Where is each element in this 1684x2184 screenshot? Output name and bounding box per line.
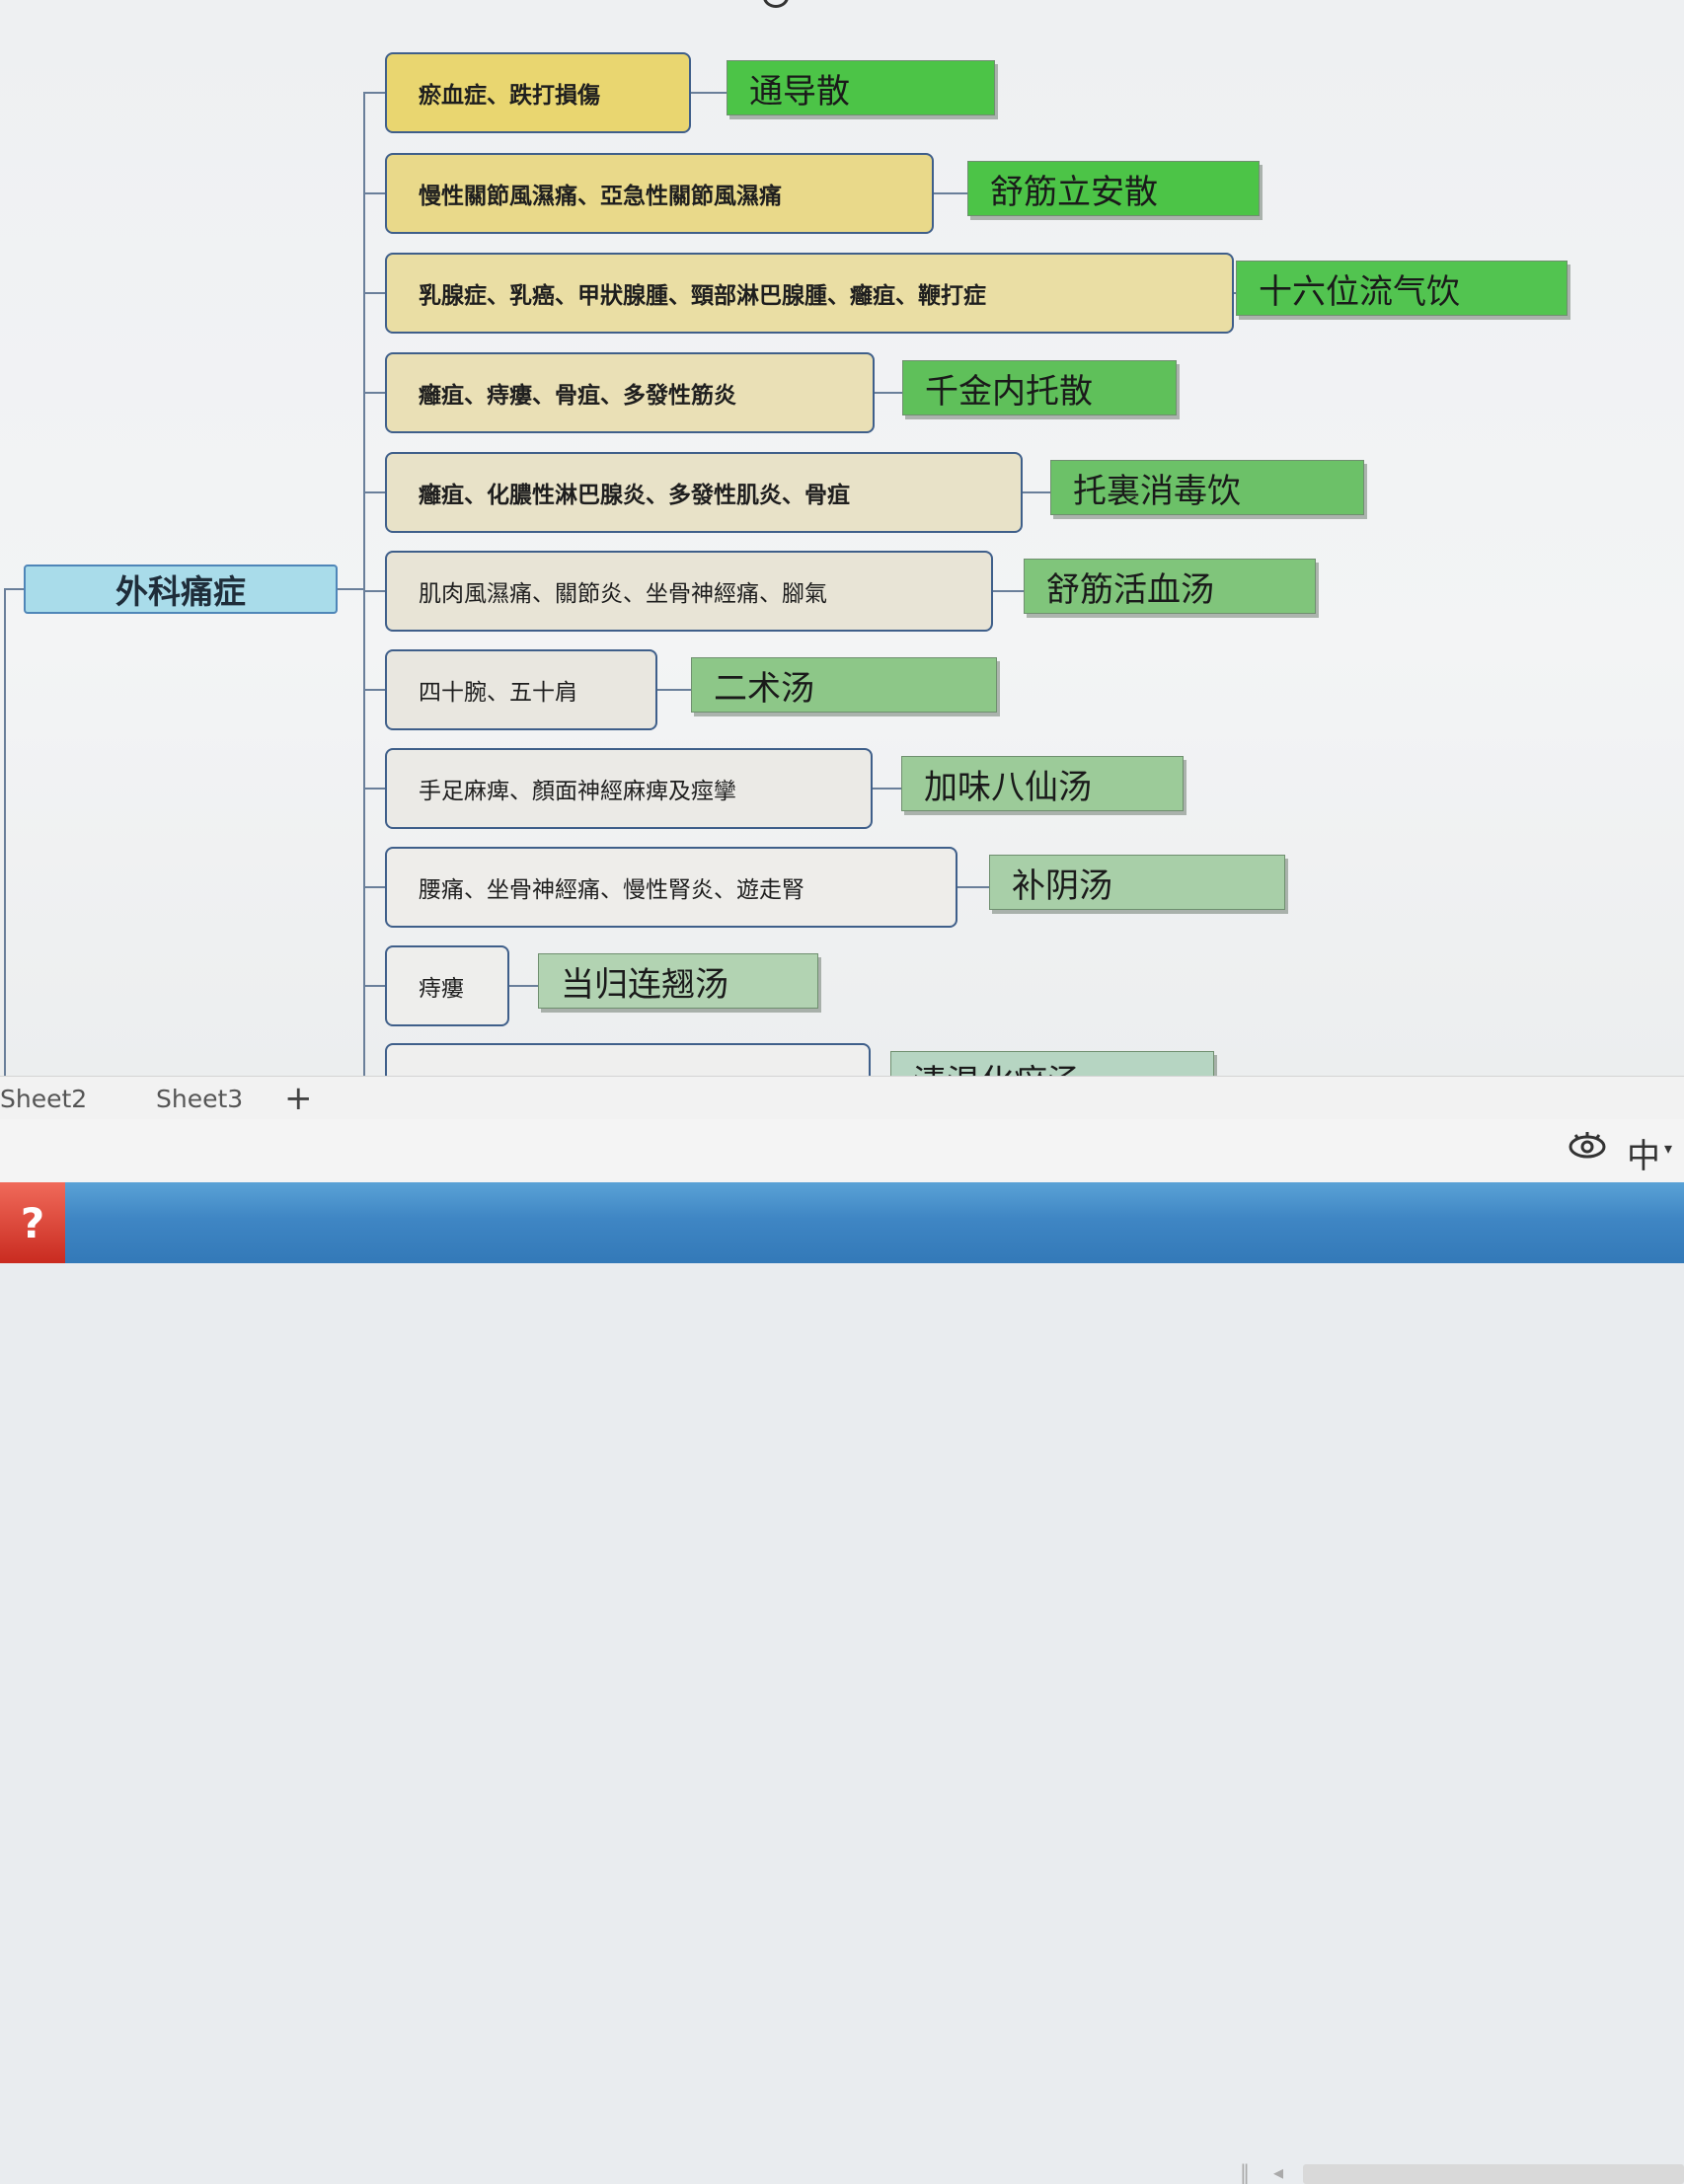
formula-node[interactable]: 清温化瘀汤 [890, 1051, 1214, 1076]
formula-link [1234, 292, 1236, 294]
formula-node[interactable]: 十六位流气饮 [1236, 261, 1568, 316]
sheet-tab-bar: Sheet2 Sheet3 + ‖ ◂ [0, 1076, 1684, 2184]
branch-link [363, 590, 385, 592]
formula-node[interactable]: 千金内托散 [902, 360, 1177, 415]
branch-link [363, 689, 385, 691]
formula-link [875, 392, 902, 394]
taskbar: ? [0, 1182, 1684, 1263]
branch-link [363, 392, 385, 394]
tab-sheet3[interactable]: Sheet3 [156, 1085, 244, 1113]
formula-node[interactable]: 通导散 [727, 60, 995, 115]
condition-node[interactable]: 乳腺症、乳癌、甲狀腺腫、頸部淋巴腺腫、癰疽、鞭打症 [385, 253, 1234, 334]
formula-link [934, 192, 967, 194]
condition-node[interactable]: 癰疽、化膿性淋巴腺炎、多發性肌炎、骨疽 [385, 452, 1023, 533]
condition-node[interactable] [385, 1043, 871, 1076]
branch-link [363, 788, 385, 790]
formula-node[interactable]: 当归连翘汤 [538, 953, 818, 1009]
mindmap-canvas: 外科痛症 瘀血症、跌打損傷通导散慢性關節風濕痛、亞急性關節風濕痛舒筋立安散乳腺症… [0, 0, 1684, 1076]
chevron-down-icon[interactable]: ▾ [1664, 1139, 1673, 1158]
eye-icon[interactable] [1568, 1129, 1607, 1171]
scroll-left-icon[interactable]: ‖ [1240, 2160, 1250, 2184]
condition-node[interactable]: 手足麻痺、顏面神經麻痺及痙攣 [385, 748, 873, 829]
condition-node[interactable]: 慢性關節風濕痛、亞急性關節風濕痛 [385, 153, 934, 234]
formula-node[interactable]: 舒筋活血汤 [1024, 559, 1316, 614]
branch-link [363, 92, 385, 94]
formula-link [691, 92, 727, 94]
left-connector [4, 589, 6, 1076]
formula-link [509, 985, 538, 987]
condition-node[interactable]: 腰痛、坐骨神經痛、慢性腎炎、遊走腎 [385, 847, 957, 928]
add-sheet-button[interactable]: + [284, 1079, 313, 1118]
branch-link [363, 192, 385, 194]
branch-link [363, 491, 385, 493]
formula-link [873, 788, 901, 790]
formula-link [957, 886, 989, 888]
formula-link [993, 590, 1024, 592]
formula-node[interactable]: 二术汤 [691, 657, 997, 713]
condition-node[interactable]: 肌肉風濕痛、關節炎、坐骨神經痛、腳氣 [385, 551, 993, 632]
tab-sheet2[interactable]: Sheet2 [0, 1085, 88, 1113]
formula-link [1023, 491, 1050, 493]
formula-node[interactable]: 托裏消毒饮 [1050, 460, 1364, 515]
condition-node[interactable]: 四十腕、五十肩 [385, 649, 657, 730]
formula-link [657, 689, 691, 691]
formula-node[interactable]: 舒筋立安散 [967, 161, 1260, 216]
scroll-indicator-icon [763, 0, 789, 8]
scroll-prev-icon[interactable]: ◂ [1273, 2160, 1284, 2184]
app-launcher-icon[interactable]: ? [0, 1182, 65, 1263]
horizontal-scrollbar[interactable] [1303, 2164, 1684, 2184]
branch-link [363, 886, 385, 888]
status-bar: 中 ▾ [0, 1119, 1684, 1182]
root-trunk-link [338, 588, 363, 590]
branch-link [363, 292, 385, 294]
condition-node[interactable]: 痔瘻 [385, 945, 509, 1026]
ime-indicator[interactable]: 中 [1627, 1137, 1660, 1176]
root-node[interactable]: 外科痛症 [24, 565, 338, 614]
trunk-line [363, 94, 365, 1076]
root-left-link [4, 588, 24, 590]
formula-node[interactable]: 补阴汤 [989, 855, 1285, 910]
condition-node[interactable]: 瘀血症、跌打損傷 [385, 52, 691, 133]
condition-node[interactable]: 癰疽、痔瘻、骨疽、多發性筋炎 [385, 352, 875, 433]
branch-link [363, 985, 385, 987]
formula-node[interactable]: 加味八仙汤 [901, 756, 1184, 811]
